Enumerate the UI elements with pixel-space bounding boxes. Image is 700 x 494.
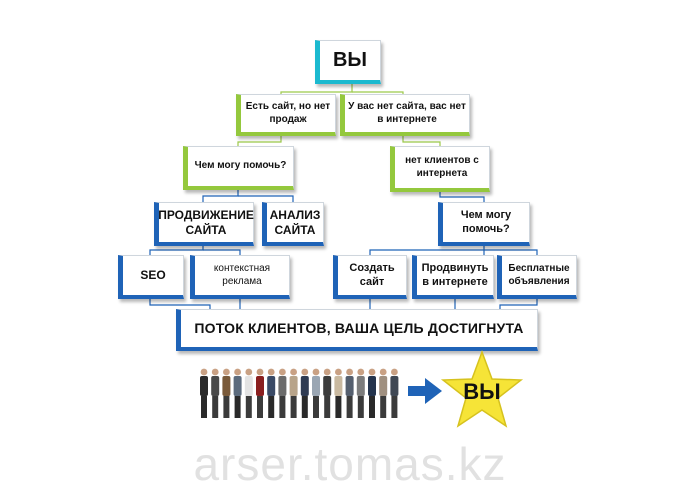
promotion-node: ПРОДВИЖЕНИЕ САЙТА [154, 202, 254, 246]
arrow-right-icon [408, 378, 442, 404]
free-ads-label: Бесплатные объявления [508, 263, 570, 287]
promote-online-label: Продвинуть в интернете [421, 261, 489, 288]
analysis-label: АНАЛИЗ САЙТА [269, 207, 321, 237]
you-node-label: ВЫ [332, 49, 368, 71]
no-site-label: У вас нет сайта, вас нет в интернете [348, 101, 466, 125]
how-help-right-node: Чем могу помочь? [438, 202, 530, 246]
promote-online-node: Продвинуть в интернете [412, 255, 494, 299]
create-site-label: Создать сайт [349, 261, 395, 288]
people-queue-image [200, 368, 399, 418]
star-you-label: ВЫ [463, 379, 501, 404]
create-site-node: Создать сайт [333, 255, 407, 299]
how-help-right-label: Чем могу помочь? [460, 208, 512, 235]
context-ads-node: контекстная реклама [190, 255, 290, 299]
watermark: arser.tomas.kz [193, 438, 507, 490]
site-no-sales-node: Есть сайт, но нет продаж [236, 94, 336, 136]
analysis-node: АНАЛИЗ САЙТА [262, 202, 324, 246]
free-ads-node: Бесплатные объявления [497, 255, 577, 299]
no-site-node: У вас нет сайта, вас нет в интернете [340, 94, 470, 136]
you-node: ВЫ [315, 40, 381, 84]
context-ads-label: контекстная реклама [213, 263, 271, 287]
how-help-left-label: Чем могу помочь? [194, 160, 287, 172]
how-help-left-node: Чем могу помочь? [183, 146, 294, 190]
promotion-label: ПРОДВИЖЕНИЕ САЙТА [158, 207, 254, 237]
no-clients-node: нет клиентов с интернета [390, 146, 490, 192]
seo-label: SEO [140, 268, 166, 282]
goal-bar: ПОТОК КЛИЕНТОВ, ВАША ЦЕЛЬ ДОСТИГНУТА [176, 309, 538, 351]
no-clients-label: нет клиентов с интернета [405, 155, 479, 179]
site-no-sales-label: Есть сайт, но нет продаж [245, 101, 331, 125]
seo-node: SEO [118, 255, 184, 299]
goal-bar-label: ПОТОК КЛИЕНТОВ, ВАША ЦЕЛЬ ДОСТИГНУТА [194, 319, 524, 336]
star-icon [440, 349, 524, 428]
